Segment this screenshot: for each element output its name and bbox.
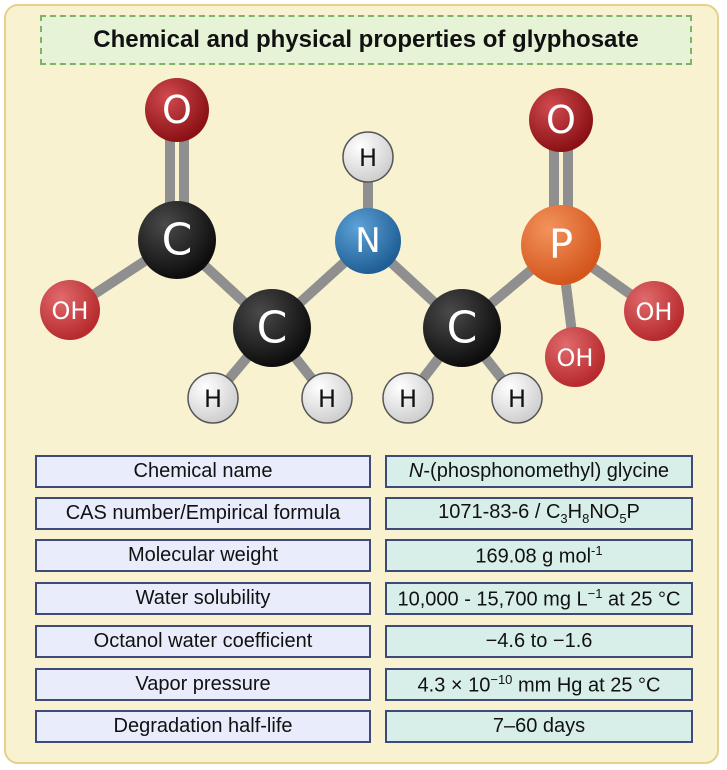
property-label: Molecular weight bbox=[35, 539, 371, 572]
value-italic-part: N bbox=[408, 460, 424, 482]
property-value: 10,000 - 15,700 mg L−1 at 25 °C bbox=[385, 582, 693, 615]
svg-text:C: C bbox=[162, 215, 193, 266]
property-label: Chemical name bbox=[35, 455, 371, 488]
svg-text:O: O bbox=[546, 98, 576, 142]
svg-text:N: N bbox=[355, 221, 380, 261]
table-row-half-life: Degradation half-life 7–60 days bbox=[35, 710, 693, 743]
table-row-vapor-pressure: Vapor pressure 4.3 × 10−10 mm Hg at 25 °… bbox=[35, 668, 693, 701]
svg-text:H: H bbox=[399, 385, 417, 413]
svg-text:C: C bbox=[447, 303, 478, 354]
table-row-molecular-weight: Molecular weight 169.08 g mol-1 bbox=[35, 539, 693, 572]
atom-oh-phosphorus-1: OH bbox=[624, 281, 684, 341]
svg-text:H: H bbox=[318, 385, 336, 413]
atom-h-alpha-2: H bbox=[301, 372, 353, 424]
value-text: NO bbox=[589, 501, 620, 523]
value-text: -(phosphonomethyl) glycine bbox=[423, 460, 670, 482]
svg-text:H: H bbox=[508, 385, 526, 413]
svg-text:O: O bbox=[162, 88, 192, 132]
svg-text:OH: OH bbox=[636, 298, 673, 326]
atom-h-methylene-1: H bbox=[382, 372, 434, 424]
glyphosate-molecule: O C OH H H C H N H H C O bbox=[40, 78, 684, 424]
value-subscript: 3 bbox=[560, 511, 568, 526]
svg-text:P: P bbox=[549, 222, 573, 268]
value-text: 10,000 - 15,700 mg L bbox=[397, 588, 588, 611]
value-superscript: -1 bbox=[591, 542, 603, 558]
atom-c-methylene: C bbox=[423, 289, 501, 367]
value-subscript: 8 bbox=[582, 511, 590, 526]
atom-o-phosphoryl: O bbox=[529, 88, 593, 152]
svg-text:H: H bbox=[359, 144, 377, 172]
atom-oh-phosphorus-2: OH bbox=[545, 327, 605, 387]
property-label: Water solubility bbox=[35, 582, 371, 615]
value-text: at 25 °C bbox=[602, 588, 681, 611]
property-value: 4.3 × 10−10 mm Hg at 25 °C bbox=[385, 668, 693, 701]
property-value: 169.08 g mol-1 bbox=[385, 539, 693, 572]
table-row-chemical-name: Chemical name N-(phosphonomethyl) glycin… bbox=[35, 455, 693, 488]
property-value: 1071-83-6 / C3H8NO5P bbox=[385, 497, 693, 530]
svg-text:C: C bbox=[257, 303, 288, 354]
svg-text:OH: OH bbox=[52, 297, 89, 325]
atom-c-alpha: C bbox=[233, 289, 311, 367]
atom-h-amine: H bbox=[342, 131, 394, 183]
table-row-water-solubility: Water solubility 10,000 - 15,700 mg L−1 … bbox=[35, 582, 693, 615]
property-label: Vapor pressure bbox=[35, 668, 371, 701]
atom-c-carboxyl: C bbox=[138, 201, 216, 279]
svg-text:H: H bbox=[204, 385, 222, 413]
value-superscript: −1 bbox=[587, 585, 603, 601]
table-row-octanol-coefficient: Octanol water coefficient −4.6 to −1.6 bbox=[35, 625, 693, 658]
value-text: 4.3 × 10 bbox=[417, 674, 491, 697]
atom-h-methylene-2: H bbox=[491, 372, 543, 424]
property-value: −4.6 to −1.6 bbox=[385, 625, 693, 658]
atom-oh-carboxyl: OH bbox=[40, 280, 100, 340]
atom-o-carbonyl: O bbox=[145, 78, 209, 142]
property-label: Degradation half-life bbox=[35, 710, 371, 743]
value-text: P bbox=[626, 501, 640, 523]
svg-text:OH: OH bbox=[557, 344, 594, 372]
value-text: mm Hg at 25 °C bbox=[512, 674, 661, 697]
value-text: 169.08 g mol bbox=[475, 545, 592, 568]
atom-p: P bbox=[521, 205, 601, 285]
property-value: N-(phosphonomethyl) glycine bbox=[385, 455, 693, 488]
property-value: 7–60 days bbox=[385, 710, 693, 743]
page-title: Chemical and physical properties of glyp… bbox=[40, 15, 692, 65]
property-label: Octanol water coefficient bbox=[35, 625, 371, 658]
value-superscript: −10 bbox=[490, 671, 513, 687]
atom-h-alpha-1: H bbox=[187, 372, 239, 424]
table-row-cas-number: CAS number/Empirical formula 1071-83-6 /… bbox=[35, 497, 693, 530]
value-text: 1071-83-6 / C bbox=[438, 501, 561, 523]
property-label: CAS number/Empirical formula bbox=[35, 497, 371, 530]
value-text: H bbox=[567, 501, 583, 523]
value-subscript: 5 bbox=[619, 511, 627, 526]
atom-n: N bbox=[335, 208, 401, 274]
